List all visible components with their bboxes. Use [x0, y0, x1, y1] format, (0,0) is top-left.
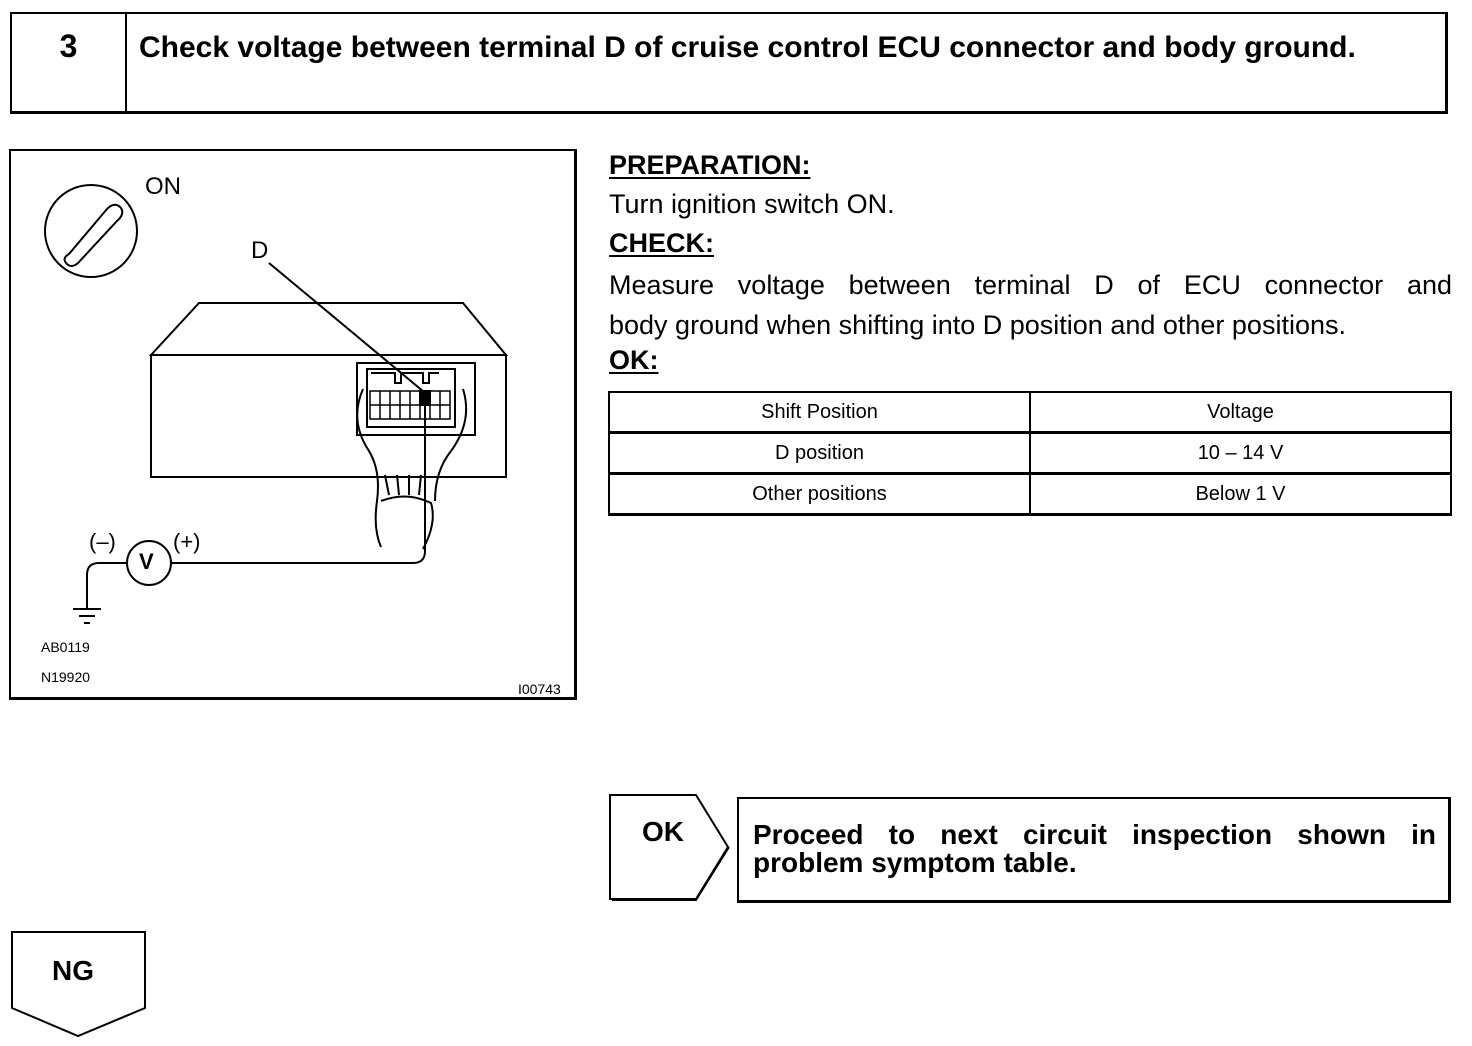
- preparation-text: Turn ignition switch ON.: [609, 189, 895, 219]
- ecu-diagram: [44, 184, 509, 624]
- ignition-key-icon: [44, 184, 138, 278]
- ground-icon: [73, 608, 101, 624]
- check-text-line2: body ground when shifting into D positio…: [609, 310, 1346, 340]
- table-row: Other positions Below 1 V: [608, 472, 1452, 516]
- check-heading: CHECK:: [609, 228, 714, 258]
- ignition-on-label: ON: [145, 173, 181, 200]
- ecu-connector: [356, 362, 476, 436]
- terminal-d-leader: [268, 262, 425, 393]
- ecu-box: [148, 302, 509, 478]
- ok-result-label: OK: [642, 816, 684, 847]
- figure-code-1: AB0119: [41, 639, 90, 655]
- header-voltage: Voltage: [1029, 391, 1452, 434]
- table-cell: D position: [608, 431, 1031, 475]
- figure-code-2: N19920: [41, 669, 91, 685]
- ok-spec-heading: OK:: [609, 345, 659, 375]
- figure-code-3: I00743: [518, 681, 561, 697]
- table-cell: 10 – 14 V: [1029, 431, 1452, 475]
- meter-negative-label: (–): [89, 529, 116, 554]
- ground-wire: [86, 562, 127, 609]
- voltmeter-symbol: V: [139, 549, 154, 574]
- meter-positive-label: (+): [173, 529, 201, 554]
- header-shift-position: Shift Position: [608, 391, 1031, 434]
- table-row: D position 10 – 14 V: [608, 431, 1452, 475]
- table-header-row: Shift Position Voltage: [608, 391, 1452, 434]
- wiring-illustration: ON D V (–) (+) AB0119 N19920 I00743: [9, 149, 577, 700]
- ng-arrow-shape: [11, 931, 146, 1038]
- preparation-heading: PREPARATION:: [609, 150, 811, 180]
- table-cell: Below 1 V: [1029, 472, 1452, 516]
- check-text-line1: Measure voltage between terminal D of EC…: [609, 270, 1452, 300]
- terminal-d-label: D: [251, 237, 269, 264]
- table-cell: Other positions: [608, 472, 1031, 516]
- step-header: 3 Check voltage between terminal D of cr…: [10, 12, 1448, 114]
- ok-result-line1: Proceed to next circuit inspection shown…: [753, 819, 1436, 850]
- step-number: 3: [12, 14, 127, 111]
- ng-result-label: NG: [52, 955, 94, 986]
- ok-result-line2: problem symptom table.: [753, 847, 1077, 878]
- wire-harness: [356, 388, 468, 550]
- ok-arrow-shape: [609, 794, 730, 901]
- voltage-spec-table: Shift Position Voltage D position 10 – 1…: [608, 391, 1452, 516]
- positive-probe-wire: [171, 403, 426, 564]
- step-title: Check voltage between terminal D of crui…: [139, 31, 1356, 64]
- ok-result-box: Proceed to next circuit inspection shown…: [737, 797, 1451, 903]
